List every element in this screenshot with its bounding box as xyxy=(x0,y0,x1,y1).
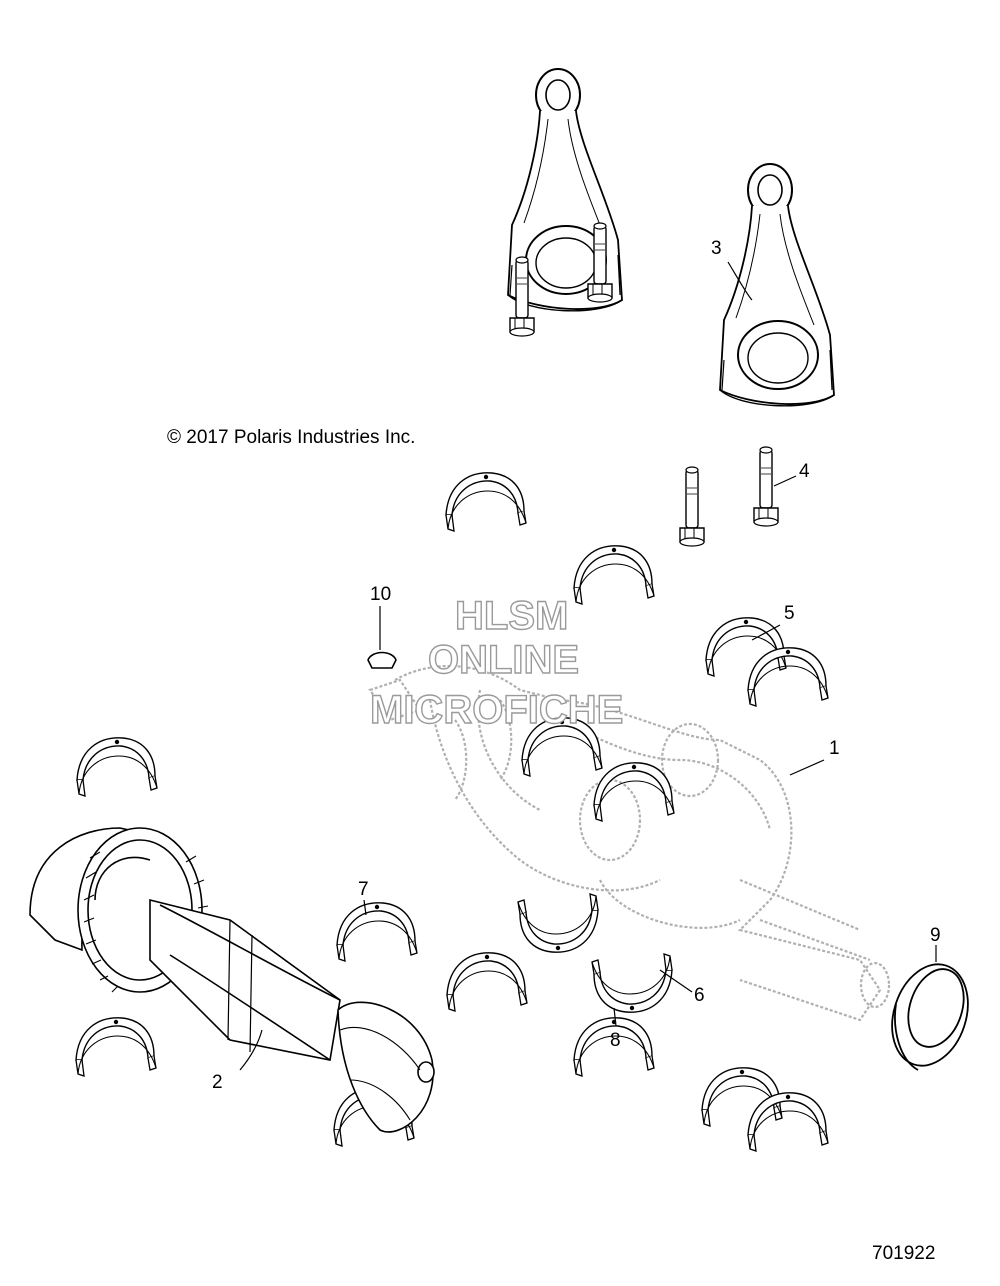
bearing-shell xyxy=(445,472,527,532)
callout-5: 5 xyxy=(784,603,795,624)
callout-1: 1 xyxy=(829,738,840,759)
callout-9: 9 xyxy=(930,925,941,946)
copyright-notice: © 2017 Polaris Industries Inc. xyxy=(167,427,416,448)
balance-shaft xyxy=(29,827,435,1133)
leader-lines xyxy=(239,261,937,1071)
callout-4: 4 xyxy=(799,461,810,482)
connecting-rod-right xyxy=(719,163,835,407)
bearing-shell xyxy=(76,737,158,797)
bearing-shell xyxy=(747,647,829,707)
callout-8: 8 xyxy=(610,1030,621,1051)
oil-seal xyxy=(891,963,969,1071)
bearing-shell xyxy=(336,902,418,962)
watermark-line-3: MICROFICHE xyxy=(369,688,624,732)
callout-3: 3 xyxy=(711,238,722,259)
watermark-line-2: ONLINE xyxy=(427,638,580,682)
rod-bolt xyxy=(679,466,705,547)
bearing-shell xyxy=(75,1017,157,1077)
watermark-line-1: HLSM xyxy=(454,594,569,638)
callout-10: 10 xyxy=(370,584,392,605)
rod-bolt xyxy=(753,446,779,527)
bearing-shell xyxy=(593,762,675,822)
crankshaft-illustration xyxy=(368,665,891,1022)
bearing-shell xyxy=(591,953,673,1013)
callout-7: 7 xyxy=(358,879,369,900)
document-number: 701922 xyxy=(872,1243,936,1264)
woodruff-key xyxy=(367,651,397,669)
bearing-shell xyxy=(446,952,528,1012)
callout-2: 2 xyxy=(212,1072,223,1093)
bearing-shell xyxy=(517,893,599,953)
bearing-shell xyxy=(747,1092,829,1152)
bearing-shell xyxy=(705,617,787,677)
callout-6: 6 xyxy=(694,985,705,1006)
bearing-shell xyxy=(573,545,655,605)
